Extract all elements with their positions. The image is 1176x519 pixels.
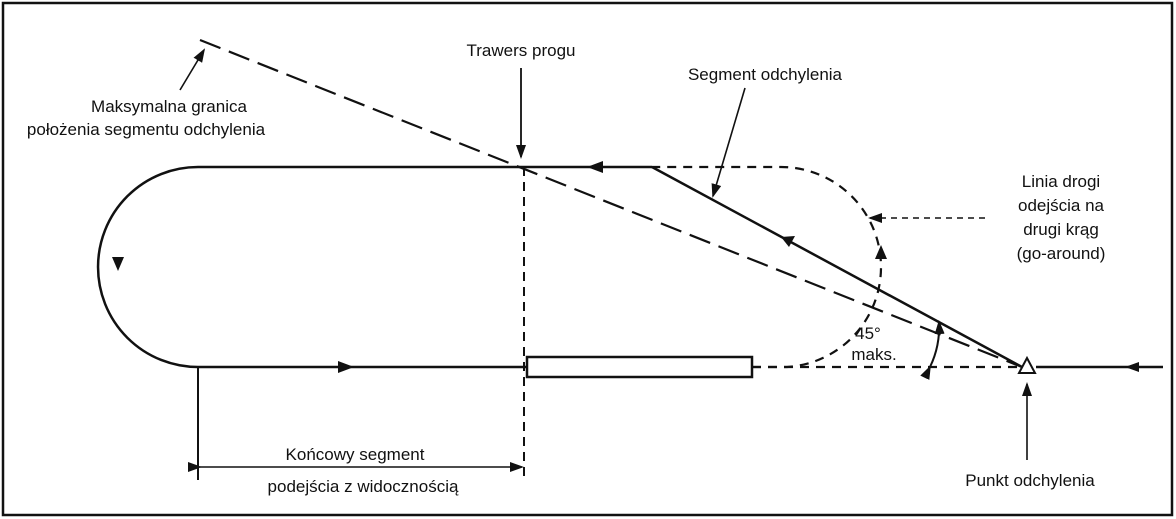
offset-point-triangle (1017, 355, 1037, 374)
label-missed-approach-line4: (go-around) (1017, 244, 1106, 263)
label-angle-value: 45° (855, 324, 881, 343)
arrow-downwind (587, 161, 603, 173)
label-missed-approach-line3: drugi krąg (1023, 220, 1099, 239)
arrow-inbound-right (1125, 362, 1139, 372)
label-angle-max: maks. (851, 345, 896, 364)
label-max-boundary-line1: Maksymalna granica (91, 97, 247, 116)
label-final-segment-line2: podejścia z widocznością (268, 477, 459, 496)
angle-arc (920, 320, 945, 380)
approach-track (96, 165, 652, 369)
offset-segment-line (651, 165, 1023, 369)
leader-max-boundary (179, 48, 206, 91)
missed-approach-track (652, 165, 883, 369)
label-offset-point: Punkt odchylenia (965, 471, 1095, 490)
label-max-boundary-line2: położenia segmentu odchylenia (27, 120, 266, 139)
runway (525, 355, 754, 379)
arrow-offset-segment (781, 236, 795, 247)
arrow-go-around (875, 245, 887, 259)
label-threshold-abeam: Trawers progu (467, 41, 576, 60)
track-direction-arrows (112, 161, 1139, 373)
leader-offset-segment (711, 87, 746, 198)
arrow-final (338, 361, 354, 373)
label-missed-approach-line2: odejścia na (1018, 196, 1105, 215)
max-offset-boundary-line (199, 38, 1023, 369)
label-missed-approach-line1: Linia drogi (1022, 172, 1100, 191)
label-final-segment-line1: Końcowy segment (286, 445, 425, 464)
arrow-turn (112, 257, 124, 271)
label-offset-segment: Segment odchylenia (688, 65, 843, 84)
